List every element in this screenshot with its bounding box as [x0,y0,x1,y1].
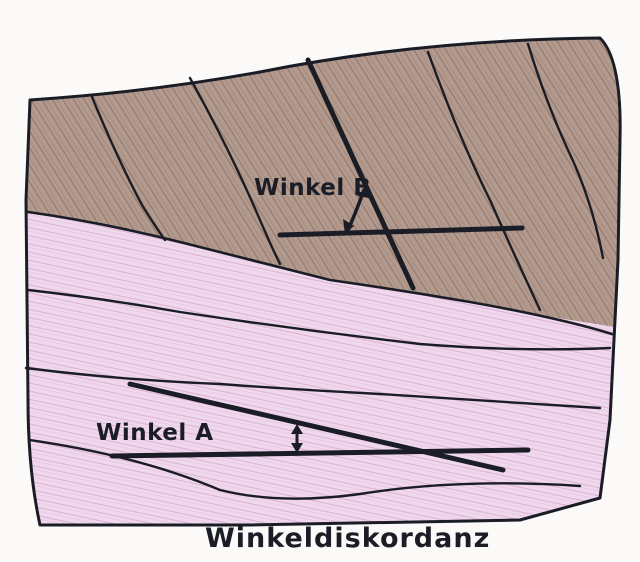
rock-block-outline [24,36,622,527]
angle-a-horizontal-line [109,447,531,459]
label-angle-b: Winkel B [254,175,371,201]
caption: Winkeldiskordanz [205,523,490,554]
angle-b-construction [277,57,525,291]
angle-a-construction [109,381,531,473]
label-angle-a: Winkel A [96,420,214,446]
angle-a-arrowhead-bottom [291,443,303,453]
upper-tilted-strata [26,38,621,330]
lower-bedding-planes [24,288,612,500]
angle-b-dip-line [305,57,416,291]
angle-a-arrowhead-top [291,424,303,434]
unconformity-surface [26,210,614,336]
angle-b-arrowhead-top [357,186,369,198]
angle-b-arrowhead-bottom [343,219,354,234]
upper-bedding-planes [90,42,605,312]
angle-b-horizontal-line [277,225,525,238]
angle-a-inclined-line [127,381,506,473]
